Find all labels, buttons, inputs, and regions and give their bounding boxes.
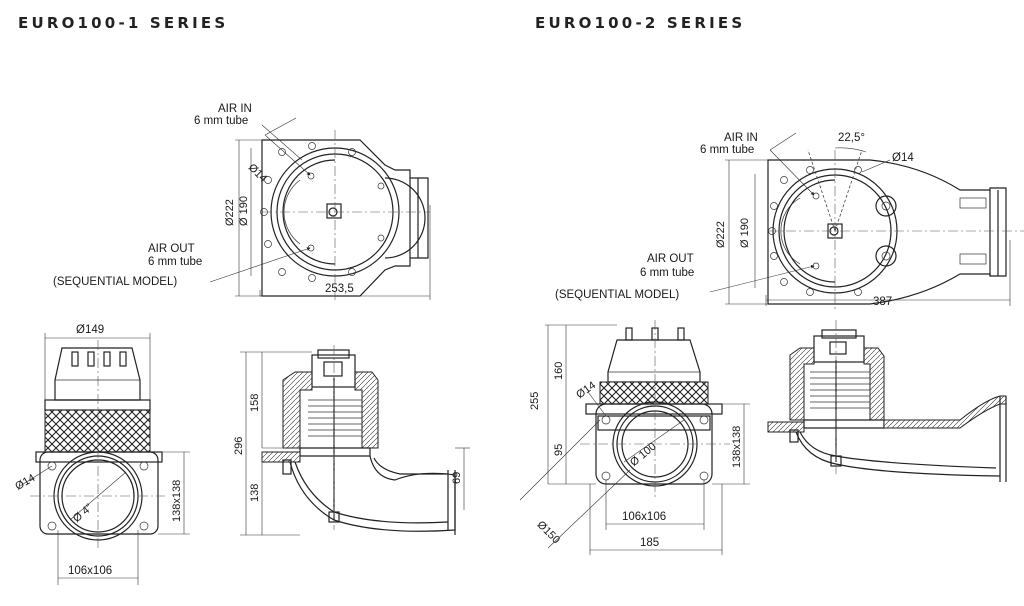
s2-dim-d100: Ø 100 <box>628 441 659 469</box>
s1-dim-138-side: 138 <box>249 484 261 502</box>
s2-air-in-tube-label: 6 mm tube <box>700 144 754 156</box>
s1-dim-d222: Ø222 <box>224 199 236 226</box>
s2-dim-160: 160 <box>553 362 565 380</box>
s1-dim-296: 296 <box>233 437 245 455</box>
s1-dim-d14-top: Ø14 <box>246 162 269 185</box>
s2-dim-106: 106x106 <box>622 511 666 523</box>
s2-dim-angle: 22,5° <box>838 132 865 144</box>
s1-dim-253: 253,5 <box>325 283 354 295</box>
s1-dim-d4in: Ø 4" <box>71 502 95 525</box>
s2-dim-d150: Ø150 <box>535 519 563 547</box>
s2-dim-d14-front: Ø14 <box>574 379 598 401</box>
s2-dim-d14-top: Ø14 <box>892 152 914 164</box>
s2-dim-95: 95 <box>553 444 565 456</box>
series-1-top-view <box>209 117 431 300</box>
s1-dim-158: 158 <box>249 394 261 412</box>
s2-sequential-label: (SEQUENTIAL MODEL) <box>555 289 679 301</box>
series-2-top-view <box>709 132 1024 312</box>
series-1-side-section <box>240 345 470 536</box>
s2-dim-d190: Ø 190 <box>739 218 751 248</box>
s2-dim-185: 185 <box>640 537 659 549</box>
s1-air-out-tube-label: 6 mm tube <box>148 256 202 268</box>
s1-dim-d190: Ø 190 <box>238 196 250 226</box>
s2-air-out-label: AIR OUT <box>647 253 694 265</box>
s2-air-out-tube-label: 6 mm tube <box>640 267 694 279</box>
s1-dim-d14-front: Ø14 <box>13 472 37 493</box>
s2-air-in-label: AIR IN <box>724 132 758 144</box>
s2-dim-255: 255 <box>529 392 541 410</box>
s1-dim-106: 106x106 <box>68 565 112 577</box>
s2-dim-d222: Ø222 <box>715 221 727 248</box>
s1-dim-d149: Ø149 <box>76 324 104 336</box>
series-2-front-view <box>519 320 750 555</box>
series-1-front-view <box>19 333 190 585</box>
s1-air-in-tube-label: 6 mm tube <box>194 115 248 127</box>
series-2-side-section <box>767 320 1007 482</box>
series-1-title: EURO100-1 SERIES <box>18 14 229 32</box>
series-2-title: EURO100-2 SERIES <box>535 14 746 32</box>
s1-dim-138: 138x138 <box>171 480 183 522</box>
s1-dim-69: 69 <box>451 472 463 484</box>
s2-dim-138: 138x138 <box>731 426 743 468</box>
s1-sequential-label: (SEQUENTIAL MODEL) <box>53 276 177 288</box>
s2-dim-387: 387 <box>873 296 892 308</box>
s1-air-in-label: AIR IN <box>218 103 252 115</box>
s1-air-out-label: AIR OUT <box>148 243 195 255</box>
